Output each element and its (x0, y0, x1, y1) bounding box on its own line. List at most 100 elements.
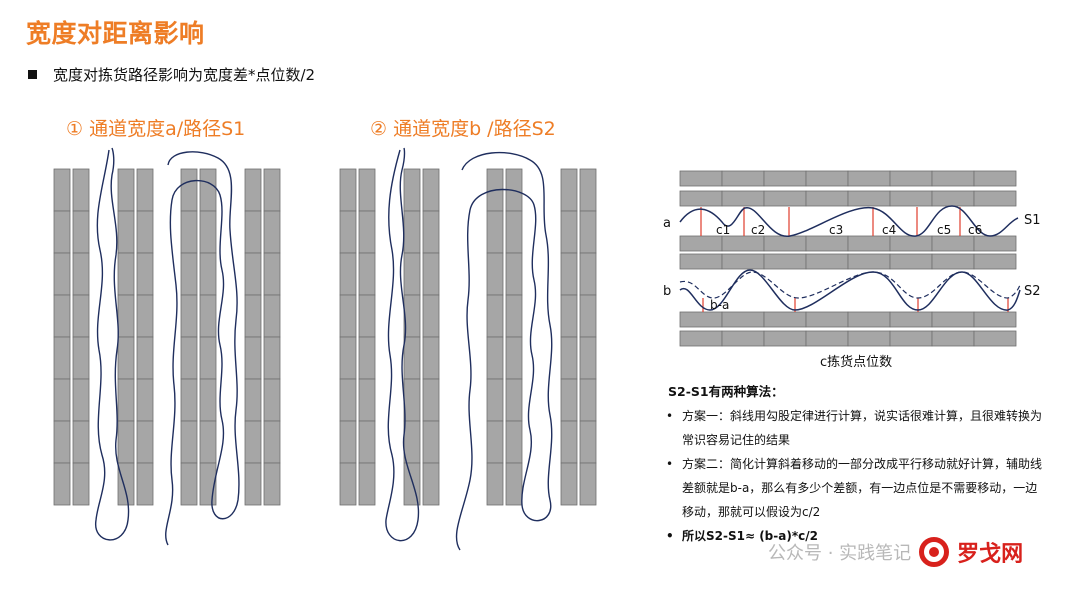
rack-cell (358, 252, 376, 296)
schematic-s2-dashed-wave (679, 271, 1021, 299)
rack-cell (72, 462, 90, 506)
rack-cell (199, 378, 217, 422)
rack-cell (339, 462, 357, 506)
shelf-cell (973, 253, 1017, 270)
rack-cell (263, 378, 281, 422)
rack-cell (117, 252, 135, 296)
rack-cell (486, 462, 504, 506)
page-title: 宽度对距离影响 (26, 19, 205, 48)
rack-cell (339, 210, 357, 254)
rack-cell (358, 210, 376, 254)
watermark-text: 公众号 · 实践笔记 (768, 543, 912, 564)
rack-cell (180, 336, 198, 380)
shelf-cell (721, 235, 765, 252)
shelf-cell (805, 170, 849, 187)
rack-cell (53, 252, 71, 296)
rack-cell (422, 168, 440, 212)
shelf-cell (973, 235, 1017, 252)
bullet-dot: • (666, 529, 674, 543)
rack-cell (199, 168, 217, 212)
shelf-cell (847, 190, 891, 207)
shelf-cell (763, 330, 807, 347)
rack-cell (117, 378, 135, 422)
c-label-1: c1 (716, 223, 730, 237)
rack-cell (560, 252, 578, 296)
rack-cell (579, 378, 597, 422)
rack-cell (486, 294, 504, 338)
c-label-5: c5 (937, 223, 951, 237)
rack-cell (244, 168, 262, 212)
rack-cell (263, 462, 281, 506)
shelf-cell (931, 311, 975, 328)
rack-cell (560, 420, 578, 464)
shelf-cell (679, 253, 723, 270)
rack-cell (579, 462, 597, 506)
shelf-cell (889, 235, 933, 252)
shelf-cell (973, 190, 1017, 207)
rack-cell (339, 378, 357, 422)
rack-cell (117, 336, 135, 380)
rack-cell (263, 336, 281, 380)
rack-cell (560, 336, 578, 380)
rack-cell (72, 210, 90, 254)
rack-cell (53, 210, 71, 254)
bullet-dot: • (666, 409, 674, 423)
rack-cell (486, 378, 504, 422)
c-label-6: c6 (968, 223, 982, 237)
rack-cell (560, 210, 578, 254)
rack-cell (136, 462, 154, 506)
rack-cell (422, 336, 440, 380)
shelf-cell (973, 330, 1017, 347)
rack-cell (579, 336, 597, 380)
pick-path-s1 (95, 147, 130, 541)
rack-cell (180, 462, 198, 506)
rack-cell (486, 336, 504, 380)
rack-cell (486, 210, 504, 254)
logo-circle-icon (919, 537, 950, 567)
shelf-cell (973, 170, 1017, 187)
rack-cell (560, 378, 578, 422)
shelf-cell (889, 170, 933, 187)
shelf-cell (805, 235, 849, 252)
shelf-cell (931, 253, 975, 270)
shelf-cell (805, 190, 849, 207)
schematic-s1-wave (679, 205, 1019, 237)
rack-cell (180, 168, 198, 212)
rack-cell (136, 294, 154, 338)
method-text-2: 方案二：简化计算斜着移动的一部分改成平行移动就好计算，辅助线差额就是b-a，那么… (682, 457, 1043, 519)
rack-cell (117, 168, 135, 212)
label-s1: S1 (1024, 213, 1041, 228)
method-item-3: • 所以S2-S1≈ (b-a)*c/2 (664, 524, 1044, 548)
rack-cell (72, 336, 90, 380)
methods-title: S2-S1有两种算法： (668, 384, 784, 399)
rack-cell (72, 420, 90, 464)
c-label-2: c2 (751, 223, 765, 237)
rack-cell (579, 294, 597, 338)
pick-path-s2 (385, 147, 420, 542)
c-label-3: c3 (829, 223, 843, 237)
pick-path-s2-b (455, 151, 553, 551)
diff-label: b-a (710, 298, 729, 312)
rack-cell (486, 420, 504, 464)
shelf-cell (931, 190, 975, 207)
rack-cell (180, 210, 198, 254)
rack-cell (199, 294, 217, 338)
rack-cell (339, 420, 357, 464)
rack-cell (505, 294, 523, 338)
shelf-cell (847, 235, 891, 252)
rack-cell (505, 336, 523, 380)
rack-cell (180, 252, 198, 296)
shelf-cell (847, 253, 891, 270)
rack-cell (422, 378, 440, 422)
rack-cell (339, 252, 357, 296)
method-text-3: 所以S2-S1≈ (b-a)*c/2 (682, 529, 818, 543)
shelf-cell (973, 311, 1017, 328)
rack-cell (244, 462, 262, 506)
rack-cell (244, 420, 262, 464)
rack-cell (136, 378, 154, 422)
rack-cell (358, 462, 376, 506)
rack-cell (180, 294, 198, 338)
shelf-cell (763, 253, 807, 270)
rack-cell (199, 252, 217, 296)
rack-cell (579, 168, 597, 212)
